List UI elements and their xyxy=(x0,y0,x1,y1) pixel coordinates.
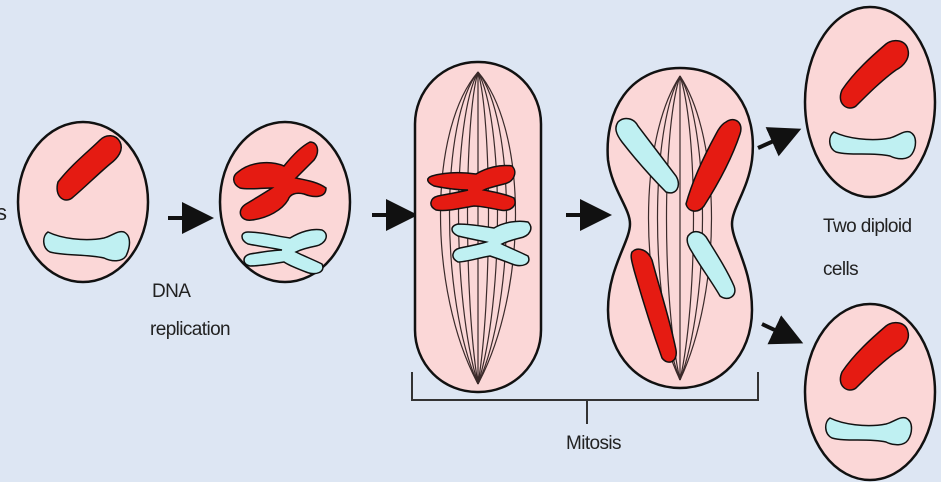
parent-cell xyxy=(18,122,148,282)
metaphase-cell xyxy=(415,62,541,392)
arrow-to-upper-daughter xyxy=(758,132,794,148)
replicated-cell xyxy=(220,122,350,282)
cells-label: cells xyxy=(823,258,858,282)
daughter-cell-upper xyxy=(805,7,935,197)
replication-label: replication xyxy=(150,318,230,342)
edge-cut-glyph: s xyxy=(0,200,7,226)
anaphase-cell xyxy=(608,68,753,388)
arrow-to-lower-daughter xyxy=(762,324,796,340)
daughter-cell-lower xyxy=(805,304,935,480)
mitosis-label: Mitosis xyxy=(566,432,621,456)
dna-label: DNA xyxy=(152,280,190,304)
two-diploid-label: Two diploid xyxy=(823,215,911,239)
